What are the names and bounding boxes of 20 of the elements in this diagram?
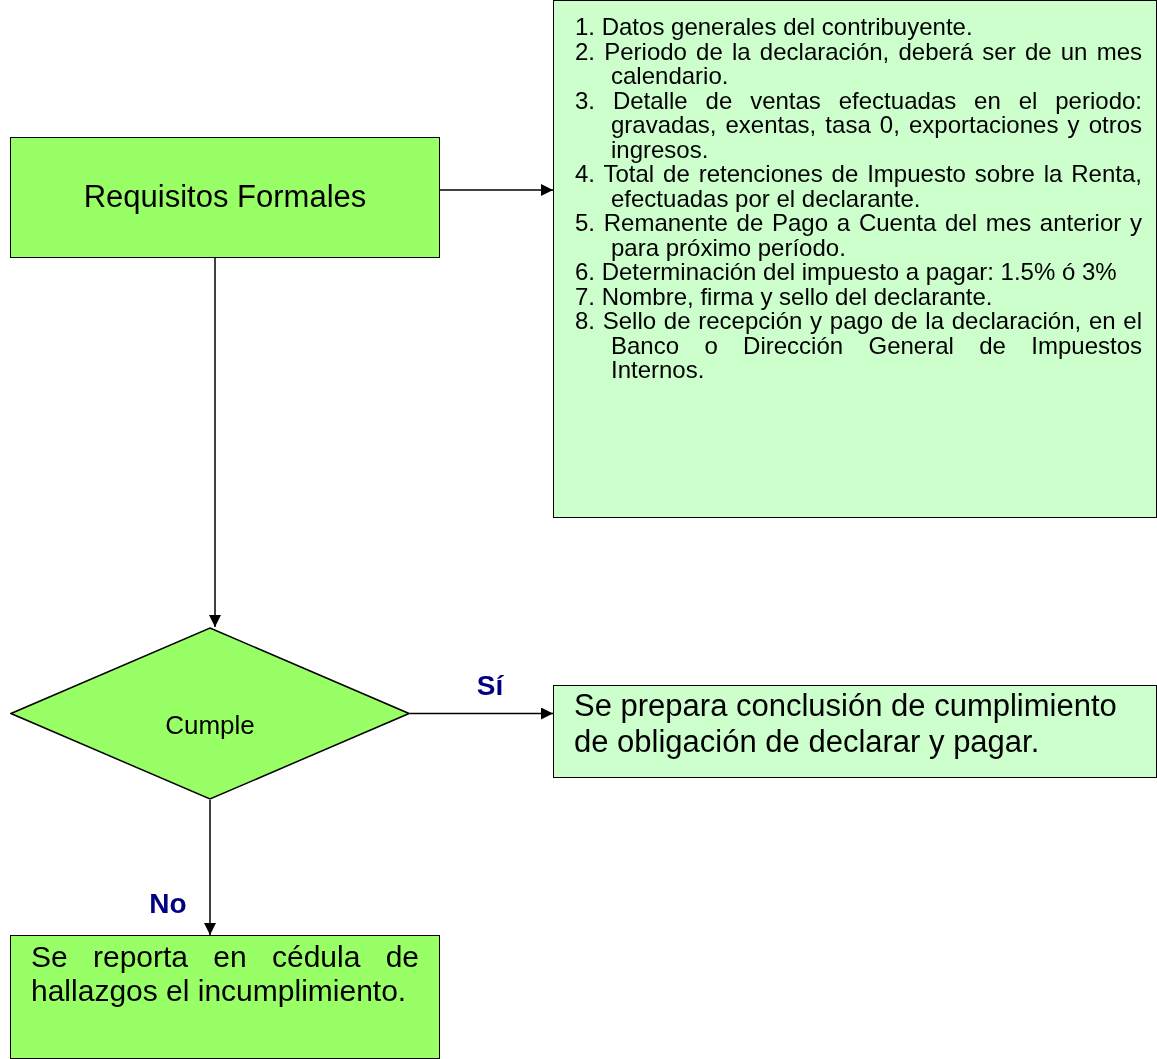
result-text: Se prepara conclusión de cumplimiento de obligación de declarar y pagar. [574,688,1118,760]
list-item: 7. Nombre, firma y sello del declarante. [575,284,994,309]
list-item: 3. Detalle de ventas efectuadas en el periodo: gravadas, exentas, tasa 0, exportaciones y otros ingresos. [575,88,1142,162]
list-item: 1. Datos generales del contribuyente. [575,15,974,40]
arrow [204,799,216,936]
process-box [10,137,440,258]
process-label: Requisitos Formales [83,178,367,217]
arrow [409,707,554,720]
list-item: 6. Determinación del impuesto a pagar: 1.5% ó 3% [575,260,1118,285]
arrow [209,257,221,628]
result-text: Se reporta en cédula de hallazgos el incumplimiento. [31,940,419,1008]
list-item: 4. Total de retenciones de Impuesto sobre la Renta, efectuadas por el declarante. [575,162,1142,211]
list-item: 8. Sello de recepción y pago de la declaración, en el Banco o Dirección General de Impuestos Internos. [575,309,1142,383]
arrow [439,184,554,196]
requirements-box [553,0,1157,518]
list-item: 2. Periodo de la declaración, deberá ser de un mes calendario. [575,39,1142,89]
decision-label: Cumple [165,709,255,742]
list-item: 5. Remanente de Pago a Cuenta del mes anterior y para próximo período. [575,211,1142,260]
result-box [553,685,1157,778]
result-box [10,935,440,1059]
